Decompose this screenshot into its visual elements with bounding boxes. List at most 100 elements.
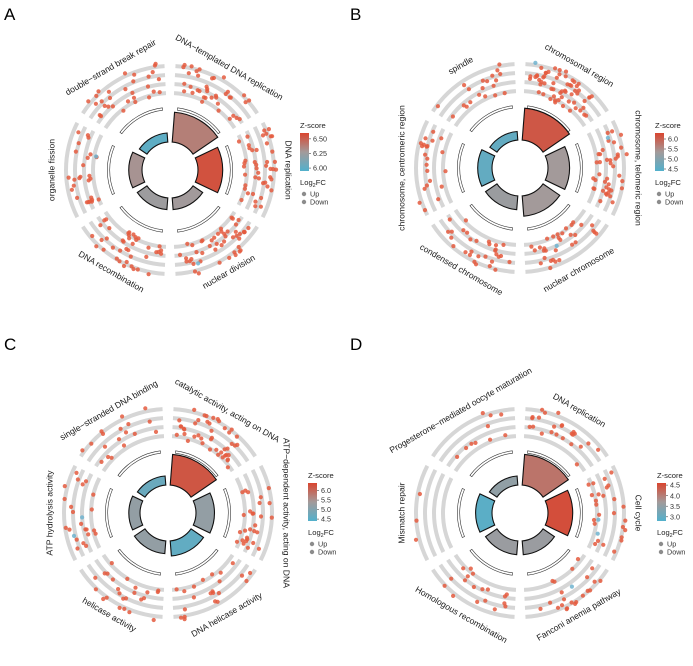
ring-band — [524, 416, 602, 463]
zscore-colorbar — [308, 483, 317, 521]
gene-point — [560, 103, 566, 109]
ring-band — [594, 473, 608, 553]
ring-band — [171, 434, 235, 473]
gene-point — [256, 176, 261, 181]
gene-point — [414, 518, 419, 523]
gene-point — [586, 441, 591, 446]
gene-point — [246, 143, 251, 148]
ring-band — [173, 91, 237, 130]
gene-point — [575, 557, 581, 562]
gene-point — [483, 254, 488, 259]
gene-point — [227, 95, 232, 100]
colorbar-tick-label: 5.0 — [321, 505, 331, 514]
gene-point — [191, 261, 196, 266]
gene-point — [127, 236, 132, 241]
gene-point — [106, 454, 111, 460]
gene-point — [594, 502, 599, 507]
gene-point — [146, 74, 151, 79]
gene-point — [237, 236, 242, 241]
legend-down-label: Down — [318, 548, 336, 557]
gene-point — [74, 537, 79, 542]
gene-point — [132, 431, 137, 436]
gene-point — [104, 236, 109, 241]
gene-point — [542, 410, 548, 415]
gene-point — [130, 90, 135, 95]
gene-point — [196, 261, 201, 266]
gene-point — [485, 79, 490, 84]
gene-point — [483, 94, 488, 99]
gene-point — [243, 183, 248, 188]
zscore-bar — [521, 183, 561, 217]
gene-point — [241, 229, 246, 234]
gene-point — [128, 254, 133, 259]
gene-point — [422, 208, 428, 213]
gene-point — [587, 95, 592, 100]
gene-point — [480, 587, 485, 592]
log2fc-legend-title: Log2FC — [655, 178, 681, 189]
legend-up-label: Up — [667, 540, 676, 549]
term-label: DNA replication — [284, 140, 294, 199]
gene-points — [417, 129, 448, 213]
gene-point — [109, 561, 114, 566]
gene-point — [177, 418, 182, 423]
gene-point — [595, 538, 601, 544]
ring-band — [103, 91, 167, 130]
gene-point — [427, 178, 433, 183]
legend-down-label: Down — [667, 548, 685, 557]
gene-points — [181, 62, 252, 122]
gene-point — [541, 75, 546, 80]
ring-band — [172, 425, 242, 468]
gene-point — [93, 587, 98, 592]
gene-point — [477, 92, 482, 97]
term-label: ATP−dependent activity, acting on DNA — [282, 438, 292, 588]
gene-point — [260, 133, 266, 138]
gene-point — [207, 421, 212, 426]
gene-point — [96, 89, 101, 94]
zscore-bar — [138, 132, 169, 155]
gene-point — [588, 588, 593, 593]
gene-point — [578, 444, 583, 449]
gene-point — [242, 186, 247, 191]
gene-point — [182, 62, 187, 68]
gene-point — [218, 570, 223, 575]
gene-point — [600, 188, 606, 193]
gene-point — [250, 191, 256, 197]
gene-point — [542, 246, 547, 251]
ring-band — [453, 89, 517, 128]
gene-point — [592, 230, 597, 235]
gene-point — [471, 584, 476, 590]
legend-up-marker — [301, 191, 307, 197]
gene-point — [254, 166, 259, 171]
gene-point — [253, 204, 258, 209]
gene-point — [612, 549, 617, 554]
gene-point — [593, 541, 598, 547]
gene-point — [243, 528, 248, 533]
gene-point — [485, 587, 490, 592]
gene-point — [546, 69, 551, 74]
gene-point — [431, 129, 436, 134]
gene-point — [81, 541, 86, 546]
term-arc — [456, 488, 465, 538]
gene-point — [551, 94, 557, 99]
gene-point — [449, 235, 454, 240]
legend-down-marker — [658, 549, 664, 555]
gene-point — [503, 433, 508, 438]
gene-point — [252, 160, 257, 165]
gene-point — [266, 486, 271, 491]
zscore-bar — [171, 111, 219, 155]
gene-point — [185, 438, 190, 443]
gene-point — [243, 172, 248, 177]
gene-point — [586, 482, 591, 487]
gene-point — [442, 583, 447, 588]
gene-point — [451, 244, 456, 249]
gene-point — [620, 179, 625, 184]
gene-point — [423, 152, 428, 157]
gene-point — [73, 149, 78, 154]
ring-band — [446, 213, 516, 256]
gene-point — [133, 235, 138, 240]
gene-point — [76, 141, 81, 146]
gene-point — [465, 230, 470, 235]
gene-point — [96, 197, 101, 202]
gene-point — [102, 444, 108, 449]
